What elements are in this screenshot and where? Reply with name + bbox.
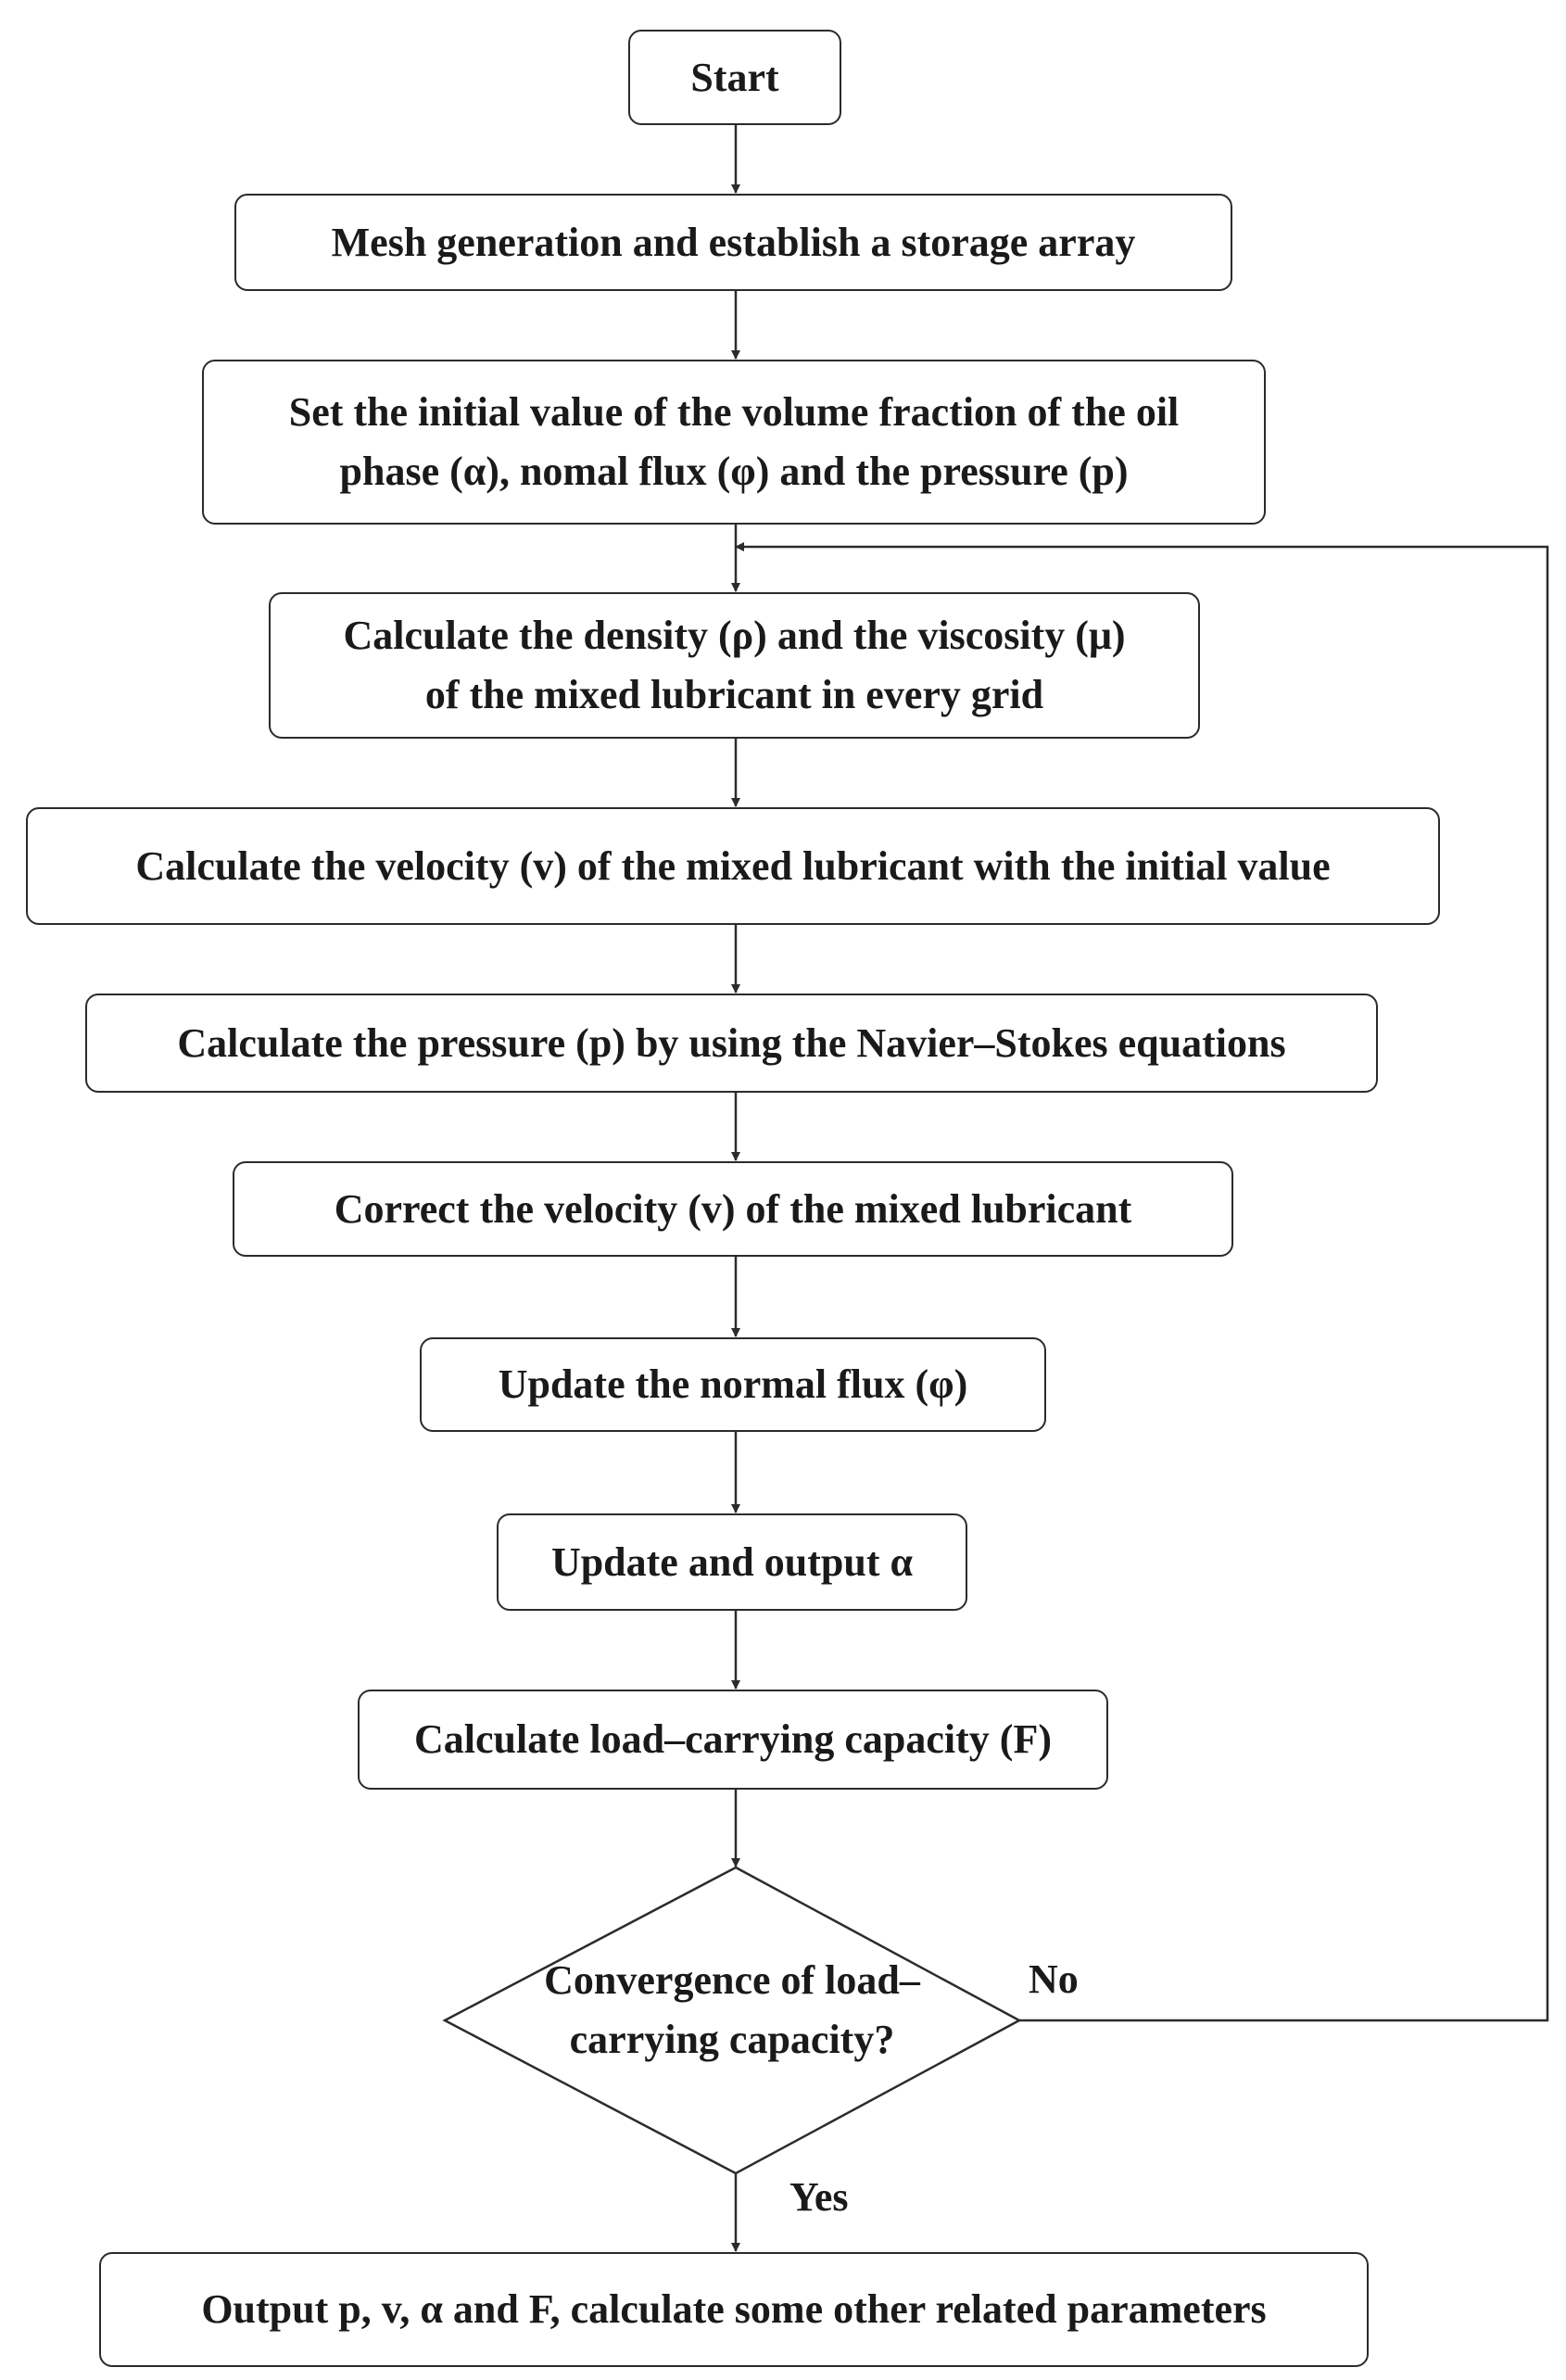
init-label-line2: phase (α), nomal flux (φ) and the pressu… — [339, 449, 1129, 494]
update-alpha-label: Update and output α — [550, 1538, 914, 1585]
output-box: Output p, v, α and F, calculate some oth… — [99, 2252, 1369, 2367]
correct-box: Correct the velocity (v) of the mixed lu… — [233, 1161, 1233, 1257]
yes-label: Yes — [789, 2174, 849, 2220]
update-flux-label: Update the normal flux (φ) — [498, 1361, 968, 1408]
start-label: Start — [690, 54, 779, 100]
start-box: Start — [628, 30, 841, 125]
mesh-box: Mesh generation and establish a storage … — [234, 194, 1232, 291]
load-box: Calculate load–carrying capacity (F) — [358, 1690, 1108, 1790]
no-label: No — [1029, 1956, 1079, 2002]
load-label: Calculate load–carrying capacity (F) — [414, 1716, 1052, 1763]
init-label-line1: Set the initial value of the volume frac… — [288, 389, 1180, 436]
init-box: Set the initial value of the volume frac… — [202, 360, 1266, 525]
pressure-box: Calculate the pressure (p) by using the … — [85, 994, 1378, 1093]
velocity-box: Calculate the velocity (v) of the mixed … — [26, 807, 1440, 925]
update-flux-box: Update the normal flux (φ) — [420, 1337, 1046, 1432]
decision-label-line1: Convergence of load– — [544, 1957, 920, 2003]
density-label-line1: Calculate the density (ρ) and the viscos… — [343, 613, 1126, 659]
decision-label-line2: carrying capacity? — [569, 2016, 895, 2062]
mesh-label: Mesh generation and establish a storage … — [331, 219, 1136, 265]
decision-label: Convergence of load– carrying capacity? — [445, 1951, 1019, 2070]
density-box: Calculate the density (ρ) and the viscos… — [269, 592, 1200, 739]
output-label: Output p, v, α and F, calculate some oth… — [201, 2286, 1267, 2333]
decision-diamond — [442, 1866, 1022, 2175]
velocity-label: Calculate the velocity (v) of the mixed … — [135, 842, 1331, 889]
correct-label: Correct the velocity (v) of the mixed lu… — [334, 1185, 1132, 1232]
density-label-line2: of the mixed lubricant in every grid — [424, 672, 1044, 717]
pressure-label: Calculate the pressure (p) by using the … — [177, 1019, 1286, 1066]
update-alpha-box: Update and output α — [497, 1513, 967, 1611]
arrow-no-loop-back — [735, 542, 1549, 2022]
